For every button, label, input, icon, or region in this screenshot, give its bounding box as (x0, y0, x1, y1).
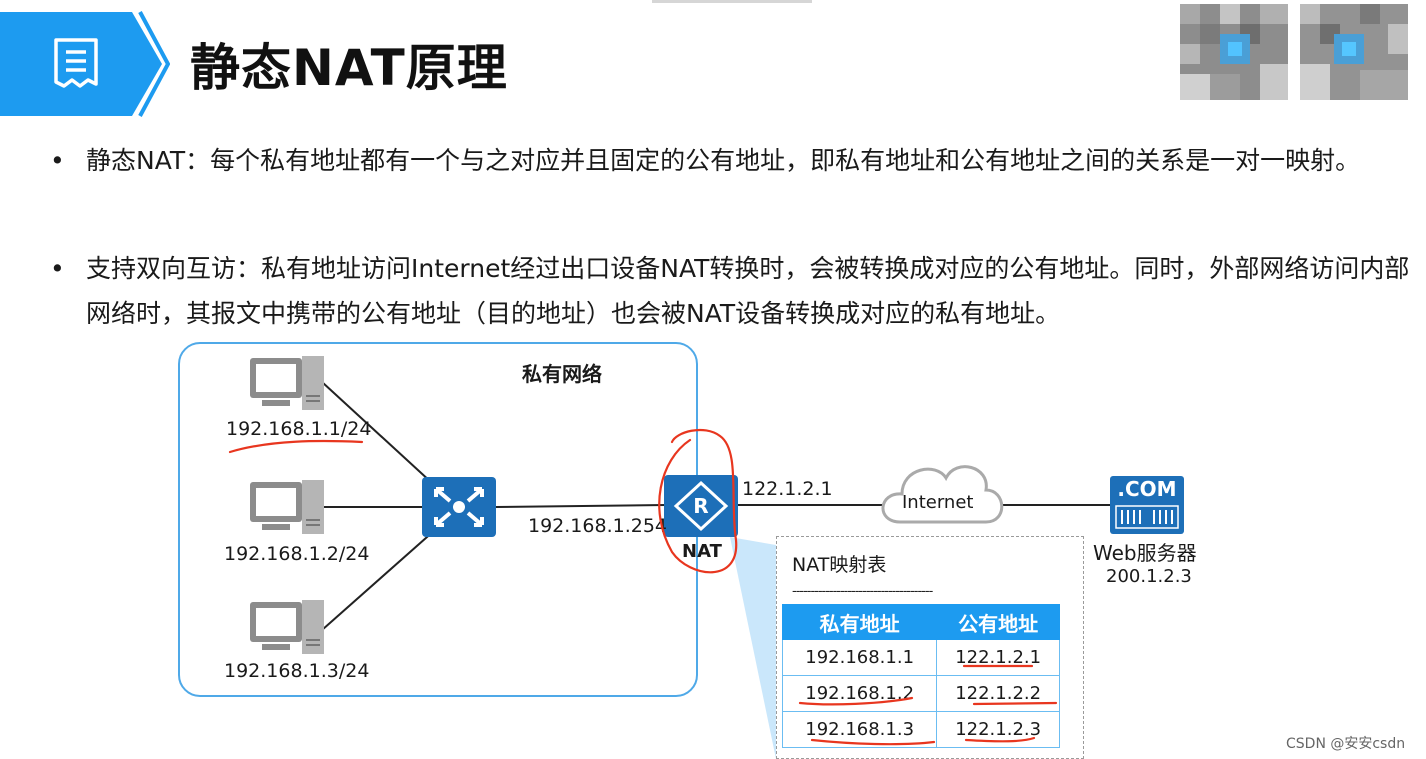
column-header-private: 私有地址 (783, 605, 937, 640)
table-header-row: 私有地址 公有地址 (783, 605, 1060, 640)
svg-text:R: R (693, 494, 708, 518)
nat-table-title: NAT映射表 (792, 550, 886, 577)
nat-table-divider: -------------------------------------- (792, 584, 932, 599)
host2-ip: 192.168.1.2/24 (224, 543, 369, 565)
switch-icon (422, 477, 496, 537)
router-public-ip: 122.1.2.1 (742, 478, 833, 500)
public-address-cell: 122.1.2.2 (937, 676, 1060, 712)
link-switch-router (496, 505, 666, 507)
table-row: 192.168.1.2 122.1.2.2 (783, 676, 1060, 712)
column-header-public: 公有地址 (937, 605, 1060, 640)
computer-icon (250, 600, 324, 654)
private-address-cell: 192.168.1.3 (783, 712, 937, 748)
private-address-cell: 192.168.1.2 (783, 676, 937, 712)
nat-mapping-table: 私有地址 公有地址 192.168.1.1 122.1.2.1 192.168.… (782, 604, 1060, 748)
nat-zoom-wedge (730, 537, 776, 759)
table-row: 192.168.1.1 122.1.2.1 (783, 640, 1060, 676)
computer-icon (250, 480, 324, 534)
private-address-cell: 192.168.1.1 (783, 640, 937, 676)
nat-label: NAT (682, 541, 722, 562)
host1-ip: 192.168.1.1/24 (226, 418, 371, 440)
public-address-cell: 122.1.2.3 (937, 712, 1060, 748)
host3-ip: 192.168.1.3/24 (224, 660, 369, 682)
watermark: CSDN @安安csdn (1286, 733, 1405, 753)
public-address-cell: 122.1.2.1 (937, 640, 1060, 676)
link-host3-switch (322, 522, 444, 630)
server-badge: .COM (1110, 477, 1184, 501)
table-row: 192.168.1.3 122.1.2.3 (783, 712, 1060, 748)
web-server-ip: 200.1.2.3 (1106, 566, 1192, 587)
router-icon: R (664, 475, 738, 537)
computer-icon (250, 356, 324, 410)
switch-link-ip: 192.168.1.254 (528, 515, 667, 537)
internet-label: Internet (902, 492, 973, 513)
web-server-label: Web服务器 (1093, 537, 1197, 566)
